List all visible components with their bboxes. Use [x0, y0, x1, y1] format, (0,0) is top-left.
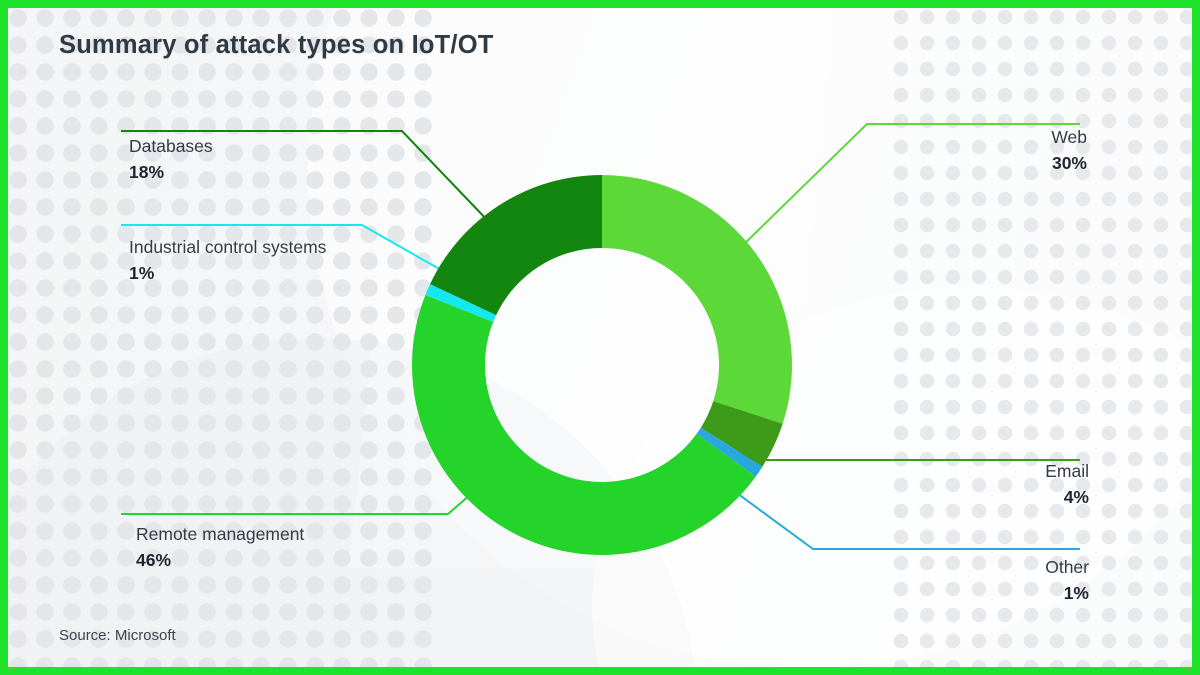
callout-databases-value: 18%	[129, 161, 165, 182]
callout-remote-management-value: 46%	[136, 549, 172, 570]
callout-industrial-control-systems-label: Industrial control systems	[129, 237, 327, 257]
callout-databases-label: Databases	[129, 136, 213, 156]
donut-slice-databases[interactable]	[430, 175, 602, 316]
chart-canvas: Summary of attack types on IoT/OT Databa…	[8, 8, 1192, 667]
page-title: Summary of attack types on IoT/OT	[59, 31, 494, 59]
callout-other-label: Other	[1045, 557, 1089, 577]
callout-other[interactable]: Other 1%	[1045, 556, 1089, 606]
callout-email-label: Email	[1045, 461, 1089, 481]
callout-remote-management-label: Remote management	[136, 524, 305, 544]
callout-databases[interactable]: Databases 18%	[129, 135, 213, 185]
callout-web-label: Web	[1051, 127, 1087, 147]
donut-chart-svg	[411, 175, 793, 556]
background-dot-pattern-right	[892, 8, 1192, 667]
donut-slice-email[interactable]	[700, 401, 783, 467]
callout-industrial-control-systems[interactable]: Industrial control systems 1%	[129, 236, 326, 286]
donut-slice-remote-management[interactable]	[411, 295, 756, 556]
source-note: Source: Microsoft	[59, 627, 176, 644]
donut-slice-industrial-control-systems[interactable]	[425, 284, 497, 322]
donut-slice-other[interactable]	[696, 427, 763, 477]
callout-industrial-control-systems-value: 1%	[129, 262, 155, 283]
callout-web-value: 30%	[1051, 152, 1087, 173]
callout-remote-management[interactable]: Remote management 46%	[136, 523, 304, 573]
background-dot-pattern-left	[8, 8, 438, 667]
callout-web[interactable]: Web 30%	[1051, 126, 1087, 176]
donut-slice-web[interactable]	[602, 175, 793, 424]
callout-other-value: 1%	[1063, 582, 1089, 603]
donut-chart	[408, 171, 796, 559]
callout-email-value: 4%	[1063, 486, 1089, 507]
callout-email[interactable]: Email 4%	[1045, 460, 1089, 510]
